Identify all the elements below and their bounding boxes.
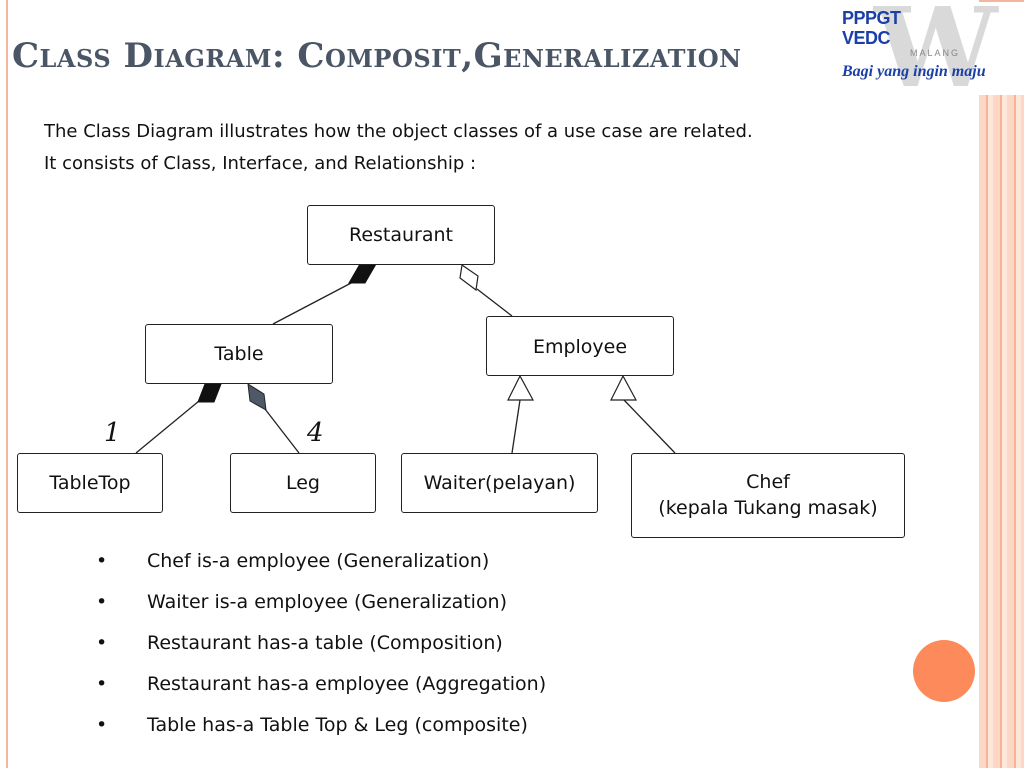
- bullet-text: Restaurant has-a table (Composition): [147, 632, 503, 654]
- class-leg-label: Leg: [285, 472, 320, 494]
- intro-line-2: It consists of Class, Interface, and Rel…: [44, 153, 477, 174]
- edge-restaurant-table: [272, 281, 354, 325]
- class-chef-label-line2: (kepala Tukang masak): [658, 497, 878, 519]
- bullet-dot: •: [96, 673, 108, 695]
- class-leg: Leg: [230, 453, 376, 513]
- bullet-item: • Chef is-a employee (Generalization): [96, 546, 546, 587]
- composition-diamond-table-leg: [247, 383, 267, 411]
- class-restaurant-label: Restaurant: [348, 224, 454, 246]
- slide-title: Class Diagram: Composit,Generalization: [12, 36, 742, 76]
- edge-table-tabletop: [135, 400, 200, 454]
- bullet-item: • Restaurant has-a employee (Aggregation): [96, 669, 546, 710]
- bullet-item: • Table has-a Table Top & Leg (composite): [96, 710, 546, 751]
- bullet-text: Restaurant has-a employee (Aggregation): [147, 673, 547, 695]
- logo-name-line2: VEDC: [842, 28, 891, 48]
- bullet-list: • Chef is-a employee (Generalization) • Wa…: [96, 546, 546, 751]
- intro-text: The Class Diagram illustrates how the ob…: [44, 116, 974, 180]
- logo: W PPPGT VEDC MALANG Bagi yang ingin maju: [834, 0, 1024, 112]
- class-waiter: Waiter(pelayan): [401, 453, 598, 513]
- bullet-dot: •: [96, 632, 108, 654]
- class-waiter-label: Waiter(pelayan): [423, 472, 576, 494]
- decorative-circle: [913, 640, 975, 702]
- class-employee-label: Employee: [532, 336, 628, 358]
- intro-line-1: The Class Diagram illustrates how the ob…: [44, 121, 753, 142]
- composition-diamond-restaurant-table: [348, 263, 377, 284]
- aggregation-diamond-restaurant-employee: [459, 263, 479, 292]
- bullet-text: Chef is-a employee (Generalization): [147, 550, 490, 572]
- bullet-text: Table has-a Table Top & Leg (composite): [147, 714, 528, 736]
- class-tabletop: TableTop: [17, 453, 163, 513]
- logo-name: PPPGT VEDC: [842, 8, 901, 48]
- logo-slogan: Bagi yang ingin maju: [842, 63, 986, 80]
- top-right-line: [979, 0, 1024, 2]
- composition-diamond-table-tabletop: [197, 383, 222, 403]
- class-restaurant: Restaurant: [307, 205, 495, 265]
- bullet-item: • Waiter is-a employee (Generalization): [96, 587, 546, 628]
- left-border-line: [6, 0, 8, 768]
- bullet-dot: •: [96, 714, 108, 736]
- bullet-dot: •: [96, 550, 108, 572]
- edge-chef-employee: [623, 399, 676, 454]
- class-tabletop-label: TableTop: [49, 472, 131, 494]
- class-table: Table: [145, 324, 333, 384]
- logo-name-line1: PPPGT: [842, 8, 901, 28]
- edge-restaurant-employee: [476, 288, 513, 317]
- right-decorative-stripes: [979, 95, 1024, 768]
- class-chef-label-line1: Chef: [746, 471, 790, 493]
- bullet-text: Waiter is-a employee (Generalization): [147, 591, 508, 613]
- logo-w-mark: W: [874, 0, 997, 112]
- generalization-arrow-waiter: [507, 374, 535, 401]
- multiplicity-tabletop: 1: [104, 418, 121, 448]
- bullet-dot: •: [96, 591, 108, 613]
- logo-sub: MALANG: [910, 48, 961, 58]
- class-employee: Employee: [486, 316, 674, 376]
- bullet-item: • Restaurant has-a table (Composition): [96, 628, 546, 669]
- generalization-arrow-chef: [610, 374, 638, 401]
- multiplicity-leg: 4: [307, 418, 324, 448]
- edge-table-leg: [264, 408, 300, 454]
- class-chef: Chef (kepala Tukang masak): [631, 453, 905, 538]
- class-table-label: Table: [214, 343, 264, 365]
- edge-waiter-employee: [511, 399, 521, 454]
